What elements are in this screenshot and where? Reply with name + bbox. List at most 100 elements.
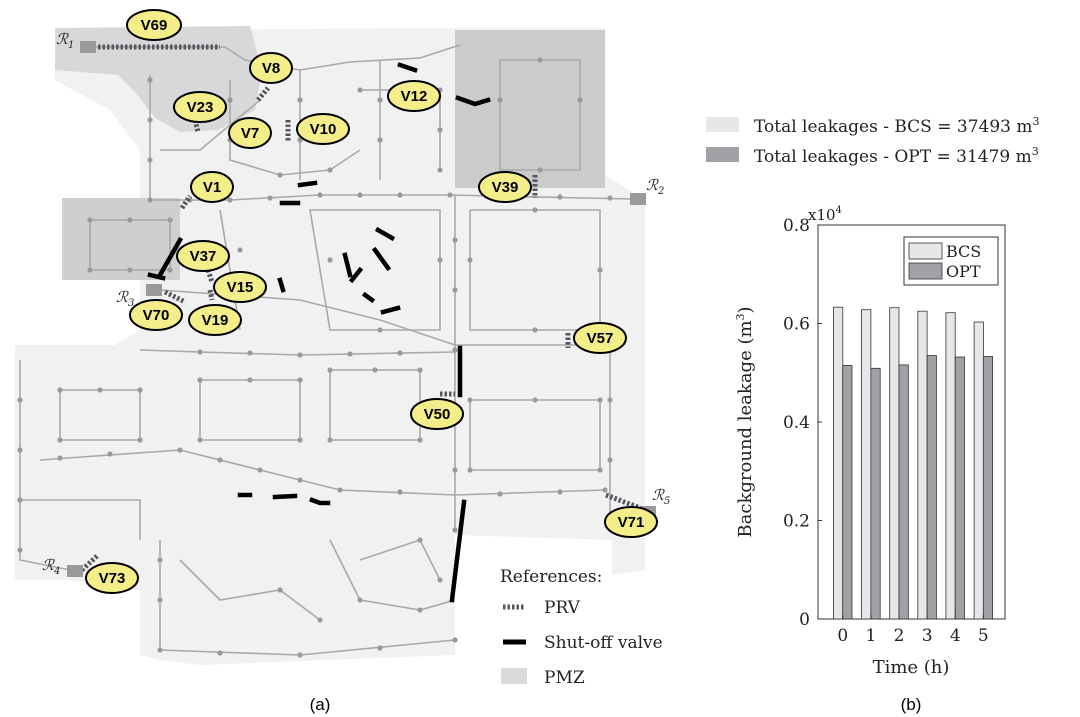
pipe-node xyxy=(397,489,403,495)
pipe-node xyxy=(452,527,458,533)
pipe-node xyxy=(452,237,458,243)
svg-text:V69: V69 xyxy=(141,17,168,34)
references-title: References: xyxy=(500,567,602,587)
x-tick-label: 4 xyxy=(950,626,961,646)
valve-callout-v57: V57 xyxy=(573,322,627,354)
pipe-node xyxy=(357,87,363,93)
pipe-node xyxy=(327,257,333,263)
pipe-node xyxy=(377,137,383,143)
pipe-node xyxy=(537,167,543,173)
shutoff-valve xyxy=(380,305,401,315)
pipe-node xyxy=(17,397,23,403)
valve-callout-v70: V70 xyxy=(129,299,183,331)
bar-bcs-3 xyxy=(917,310,928,620)
pipe-node xyxy=(137,387,143,393)
totals-swatch-bcs xyxy=(706,117,739,132)
pipe-node xyxy=(217,457,223,463)
svg-text:V7: V7 xyxy=(241,125,259,142)
svg-text:V71: V71 xyxy=(618,514,645,531)
chart-bars xyxy=(833,306,993,620)
pipe-node xyxy=(467,467,473,473)
shutoff-valve xyxy=(272,493,298,500)
pipe-node xyxy=(297,477,303,483)
pipe-node xyxy=(377,97,383,103)
shutoff-valve xyxy=(361,291,376,304)
svg-text:V50: V50 xyxy=(424,406,451,423)
shutoff-valve xyxy=(374,226,396,242)
pipe-node xyxy=(157,647,163,653)
valve-callout-v1: V1 xyxy=(190,171,234,203)
bar-bcs-0 xyxy=(833,306,844,620)
reservoir-2 xyxy=(630,193,646,205)
network-diagram: ℛ1 ℛ2 ℛ3 ℛ4 ℛ5 V69 V8 V23 V7 V10 V12 V1 … xyxy=(15,9,670,714)
pipe-node xyxy=(277,172,283,178)
totals-legend: Total leakages - BCS = 37493 m3 Total le… xyxy=(706,115,1040,167)
pipe-node xyxy=(602,487,608,493)
pipe-node xyxy=(532,327,538,333)
pipe-node xyxy=(97,387,103,393)
pipe-node xyxy=(557,194,563,200)
svg-text:V8: V8 xyxy=(262,60,280,77)
x-tick-label: 1 xyxy=(865,626,876,646)
valve-callout-v73: V73 xyxy=(85,562,139,594)
totals-entry-opt: Total leakages - OPT = 31479 m3 xyxy=(754,145,1039,167)
reservoir-label-4: ℛ4 xyxy=(42,556,60,577)
reservoir-label-3: ℛ3 xyxy=(116,288,134,309)
pipe-node xyxy=(87,267,93,273)
pressure-reducing-valves xyxy=(80,44,641,572)
y-axis-label: Background leakage (m3) xyxy=(734,306,756,537)
y-tick-label: 0.6 xyxy=(783,315,810,335)
x-axis-label: Time (h) xyxy=(873,657,950,678)
x-tick-label: 5 xyxy=(978,626,989,646)
y-tick-label: 0.4 xyxy=(783,413,810,433)
pipe-node xyxy=(147,117,153,123)
pipe-node xyxy=(297,437,303,443)
pipe-node xyxy=(607,457,613,463)
reservoir-3 xyxy=(146,284,162,296)
pipe-node xyxy=(197,349,203,355)
reservoir-1 xyxy=(80,41,96,53)
pipe-node xyxy=(127,217,133,223)
svg-text:V73: V73 xyxy=(99,570,126,587)
pipe-node xyxy=(227,197,233,203)
prv xyxy=(207,289,215,301)
bar-opt-3 xyxy=(926,355,937,620)
pipe-node xyxy=(532,207,538,213)
pipe-node xyxy=(147,77,153,83)
prv xyxy=(205,269,215,283)
y-tick-label: 0.8 xyxy=(783,216,810,236)
pipe-node xyxy=(327,367,333,373)
svg-text:V39: V39 xyxy=(492,179,519,196)
pipe-node xyxy=(297,352,303,358)
pipe-node xyxy=(317,192,323,198)
legend-label-shutoff: Shut-off valve xyxy=(544,633,663,653)
pipe-node xyxy=(177,447,183,453)
totals-entry-bcs: Total leakages - BCS = 37493 m3 xyxy=(754,115,1040,137)
pipe-segment xyxy=(149,75,631,201)
pipe-node xyxy=(17,547,23,553)
pipe-node xyxy=(167,267,173,273)
y-tick-label: 0 xyxy=(799,610,810,630)
pipe-node xyxy=(497,491,503,497)
pipe-node xyxy=(87,217,93,223)
pipe-node xyxy=(257,467,263,473)
prv xyxy=(605,492,641,511)
chart-legend: BCS OPT xyxy=(903,236,999,286)
svg-text:V23: V23 xyxy=(187,99,214,116)
shutoff-valve xyxy=(371,246,392,272)
pipe-node xyxy=(447,192,453,198)
pipe-segment xyxy=(309,209,441,331)
pipe-node xyxy=(452,347,458,353)
pipe-segment xyxy=(159,289,611,520)
shutoff-valve xyxy=(397,62,418,73)
pipe-node xyxy=(267,195,273,201)
x-tick-label: 2 xyxy=(894,626,905,646)
reservoir-label-5: ℛ5 xyxy=(652,486,670,507)
valve-callouts: V69 V8 V23 V7 V10 V12 V1 V39 V37 V15 V70… xyxy=(85,9,658,594)
pipe-node xyxy=(147,197,153,203)
pipe-node xyxy=(227,97,233,103)
pipe-node xyxy=(57,437,63,443)
pipe-node xyxy=(317,617,323,623)
